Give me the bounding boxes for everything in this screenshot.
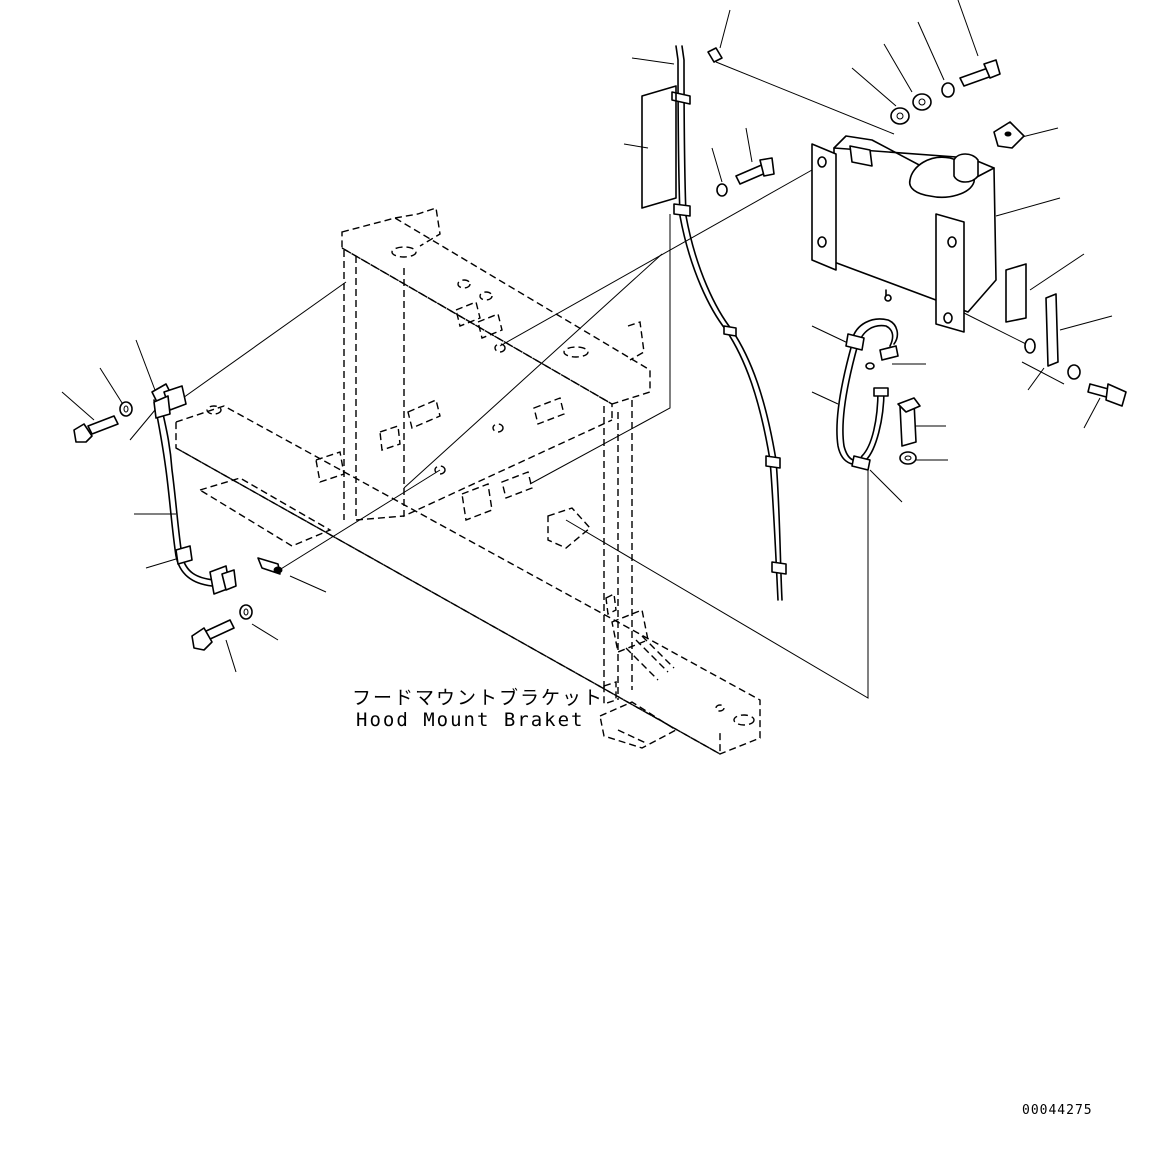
right-washers (1024, 338, 1081, 380)
top-bolt (959, 59, 1001, 87)
drawing-number: 00044275 (1022, 1103, 1093, 1118)
hose-bolt (897, 397, 921, 447)
right-bolt (1087, 383, 1127, 407)
rubber-pad-strip (1005, 263, 1027, 323)
center-bolt (735, 157, 775, 185)
left-wiring-harness (151, 383, 237, 595)
filler-cap (993, 121, 1025, 149)
hose-assembly (836, 294, 899, 471)
top-clip (707, 47, 723, 63)
center-washer (716, 183, 728, 197)
japanese-caption: フードマウントブラケット (352, 687, 605, 709)
left-washer-upper (119, 401, 133, 417)
left-bolt-lower (191, 619, 235, 651)
hood-mount-bracket (315, 207, 651, 700)
english-caption: Hood Mount Braket (356, 709, 585, 731)
hose-washer (899, 451, 917, 465)
left-washer-lower (239, 604, 253, 620)
center-cover-plate (641, 85, 677, 209)
leader-lines (61, 0, 1113, 699)
reservoir-tank (811, 135, 997, 333)
center-cable-rod (671, 45, 787, 601)
top-washers (890, 82, 955, 125)
left-clip (257, 557, 283, 575)
left-bolt-upper (73, 415, 119, 443)
spacer-bar (1045, 293, 1059, 367)
base-frame (175, 405, 761, 756)
